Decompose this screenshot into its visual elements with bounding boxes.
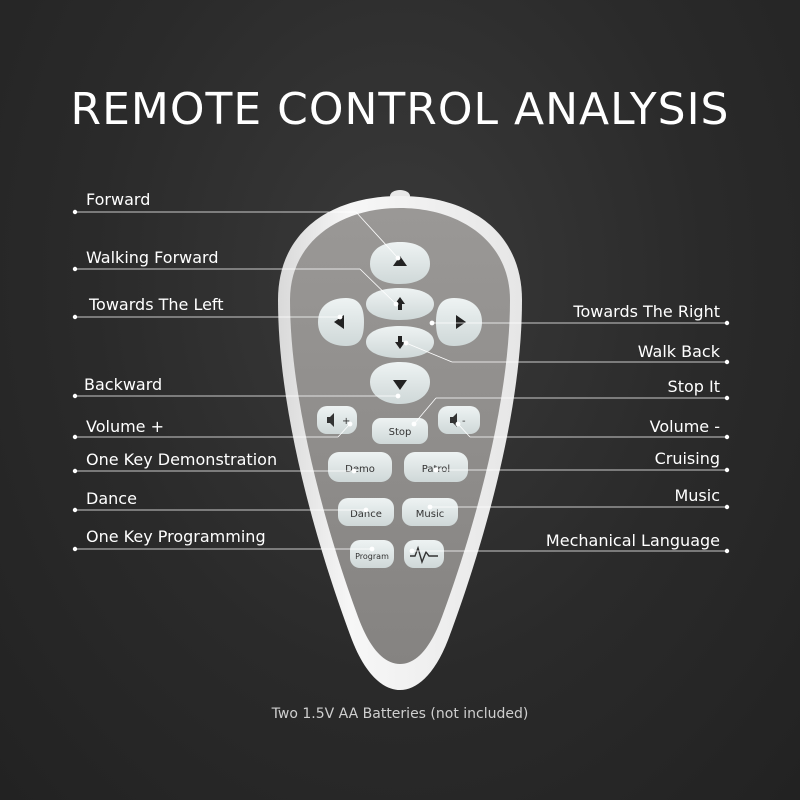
- label-one-key-programming: One Key Programming: [86, 527, 266, 546]
- label-towards-right: Towards The Right: [573, 302, 720, 321]
- demo-button[interactable]: Demo: [328, 452, 392, 482]
- label-music: Music: [674, 486, 720, 505]
- towards-left-button[interactable]: [318, 298, 364, 346]
- patrol-button[interactable]: Patrol: [404, 452, 468, 482]
- label-stop-it: Stop It: [667, 377, 720, 396]
- volume-minus-symbol: -: [462, 416, 466, 427]
- label-volume-plus: Volume +: [86, 417, 164, 436]
- right-arrow-icon: [456, 315, 466, 329]
- stop-button-label: Stop: [389, 427, 412, 438]
- dance-button-label: Dance: [350, 509, 382, 520]
- program-button[interactable]: Program: [350, 540, 394, 568]
- speaker-icon: [450, 413, 457, 427]
- label-one-key-demonstration: One Key Demonstration: [86, 450, 278, 469]
- down-arrow-icon: [393, 380, 407, 390]
- walking-forward-button[interactable]: [366, 288, 434, 320]
- label-mechanical-language: Mechanical Language: [545, 531, 720, 550]
- backward-button[interactable]: [370, 362, 430, 404]
- walk-forward-icon: [395, 297, 405, 310]
- demo-button-label: Demo: [345, 464, 375, 475]
- walk-back-icon: [395, 336, 405, 349]
- towards-right-button[interactable]: [436, 298, 482, 346]
- battery-note: Two 1.5V AA Batteries (not included): [271, 706, 529, 722]
- label-dance: Dance: [86, 489, 137, 508]
- waveform-icon: [410, 545, 438, 565]
- music-button[interactable]: Music: [402, 498, 458, 526]
- label-walking-forward: Walking Forward: [86, 248, 219, 267]
- up-arrow-icon: [393, 256, 407, 266]
- music-button-label: Music: [416, 509, 444, 520]
- stop-button[interactable]: Stop: [372, 418, 428, 444]
- forward-button[interactable]: [370, 242, 430, 284]
- speaker-icon: [327, 413, 334, 427]
- label-forward: Forward: [86, 190, 151, 209]
- mechanical-language-button[interactable]: [404, 540, 444, 568]
- leader-lines: [72, 209, 730, 554]
- label-walk-back: Walk Back: [637, 342, 720, 361]
- label-volume-minus: Volume -: [649, 417, 720, 436]
- page-title: REMOTE CONTROL ANALYSIS: [70, 84, 730, 135]
- walk-back-button[interactable]: [366, 326, 434, 358]
- volume-plus-button[interactable]: +: [317, 406, 357, 434]
- label-towards-left: Towards The Left: [89, 295, 224, 314]
- label-backward: Backward: [84, 375, 163, 394]
- volume-minus-button[interactable]: -: [438, 406, 480, 434]
- label-cruising: Cruising: [654, 449, 720, 468]
- program-button-label: Program: [355, 552, 389, 561]
- volume-plus-symbol: +: [342, 416, 350, 427]
